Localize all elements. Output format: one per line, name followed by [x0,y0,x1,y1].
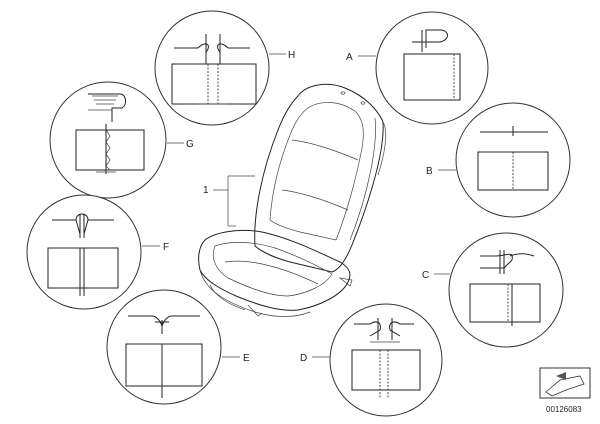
detail-h: H [154,10,295,126]
reference-number: 00126083 [546,405,582,414]
detail-c: C [422,232,564,348]
detail-g-label: G [186,139,194,150]
detail-h-label: H [288,50,295,61]
detail-d: D [300,303,443,417]
detail-a-label: A [346,52,353,63]
detail-e: E [106,289,250,405]
detail-f-label: F [163,242,169,253]
detail-c-label: C [422,270,429,281]
detail-f: F [26,194,169,310]
detail-g: G [49,81,194,199]
part-number-label: 1 [203,185,209,196]
seat-illustration: 1 [198,83,387,317]
detail-d-label: D [300,353,307,364]
detail-a: A [346,11,489,125]
detail-e-label: E [243,353,250,364]
reference-icon [539,367,591,399]
detail-b: B [426,102,571,218]
detail-b-label: B [426,166,433,177]
